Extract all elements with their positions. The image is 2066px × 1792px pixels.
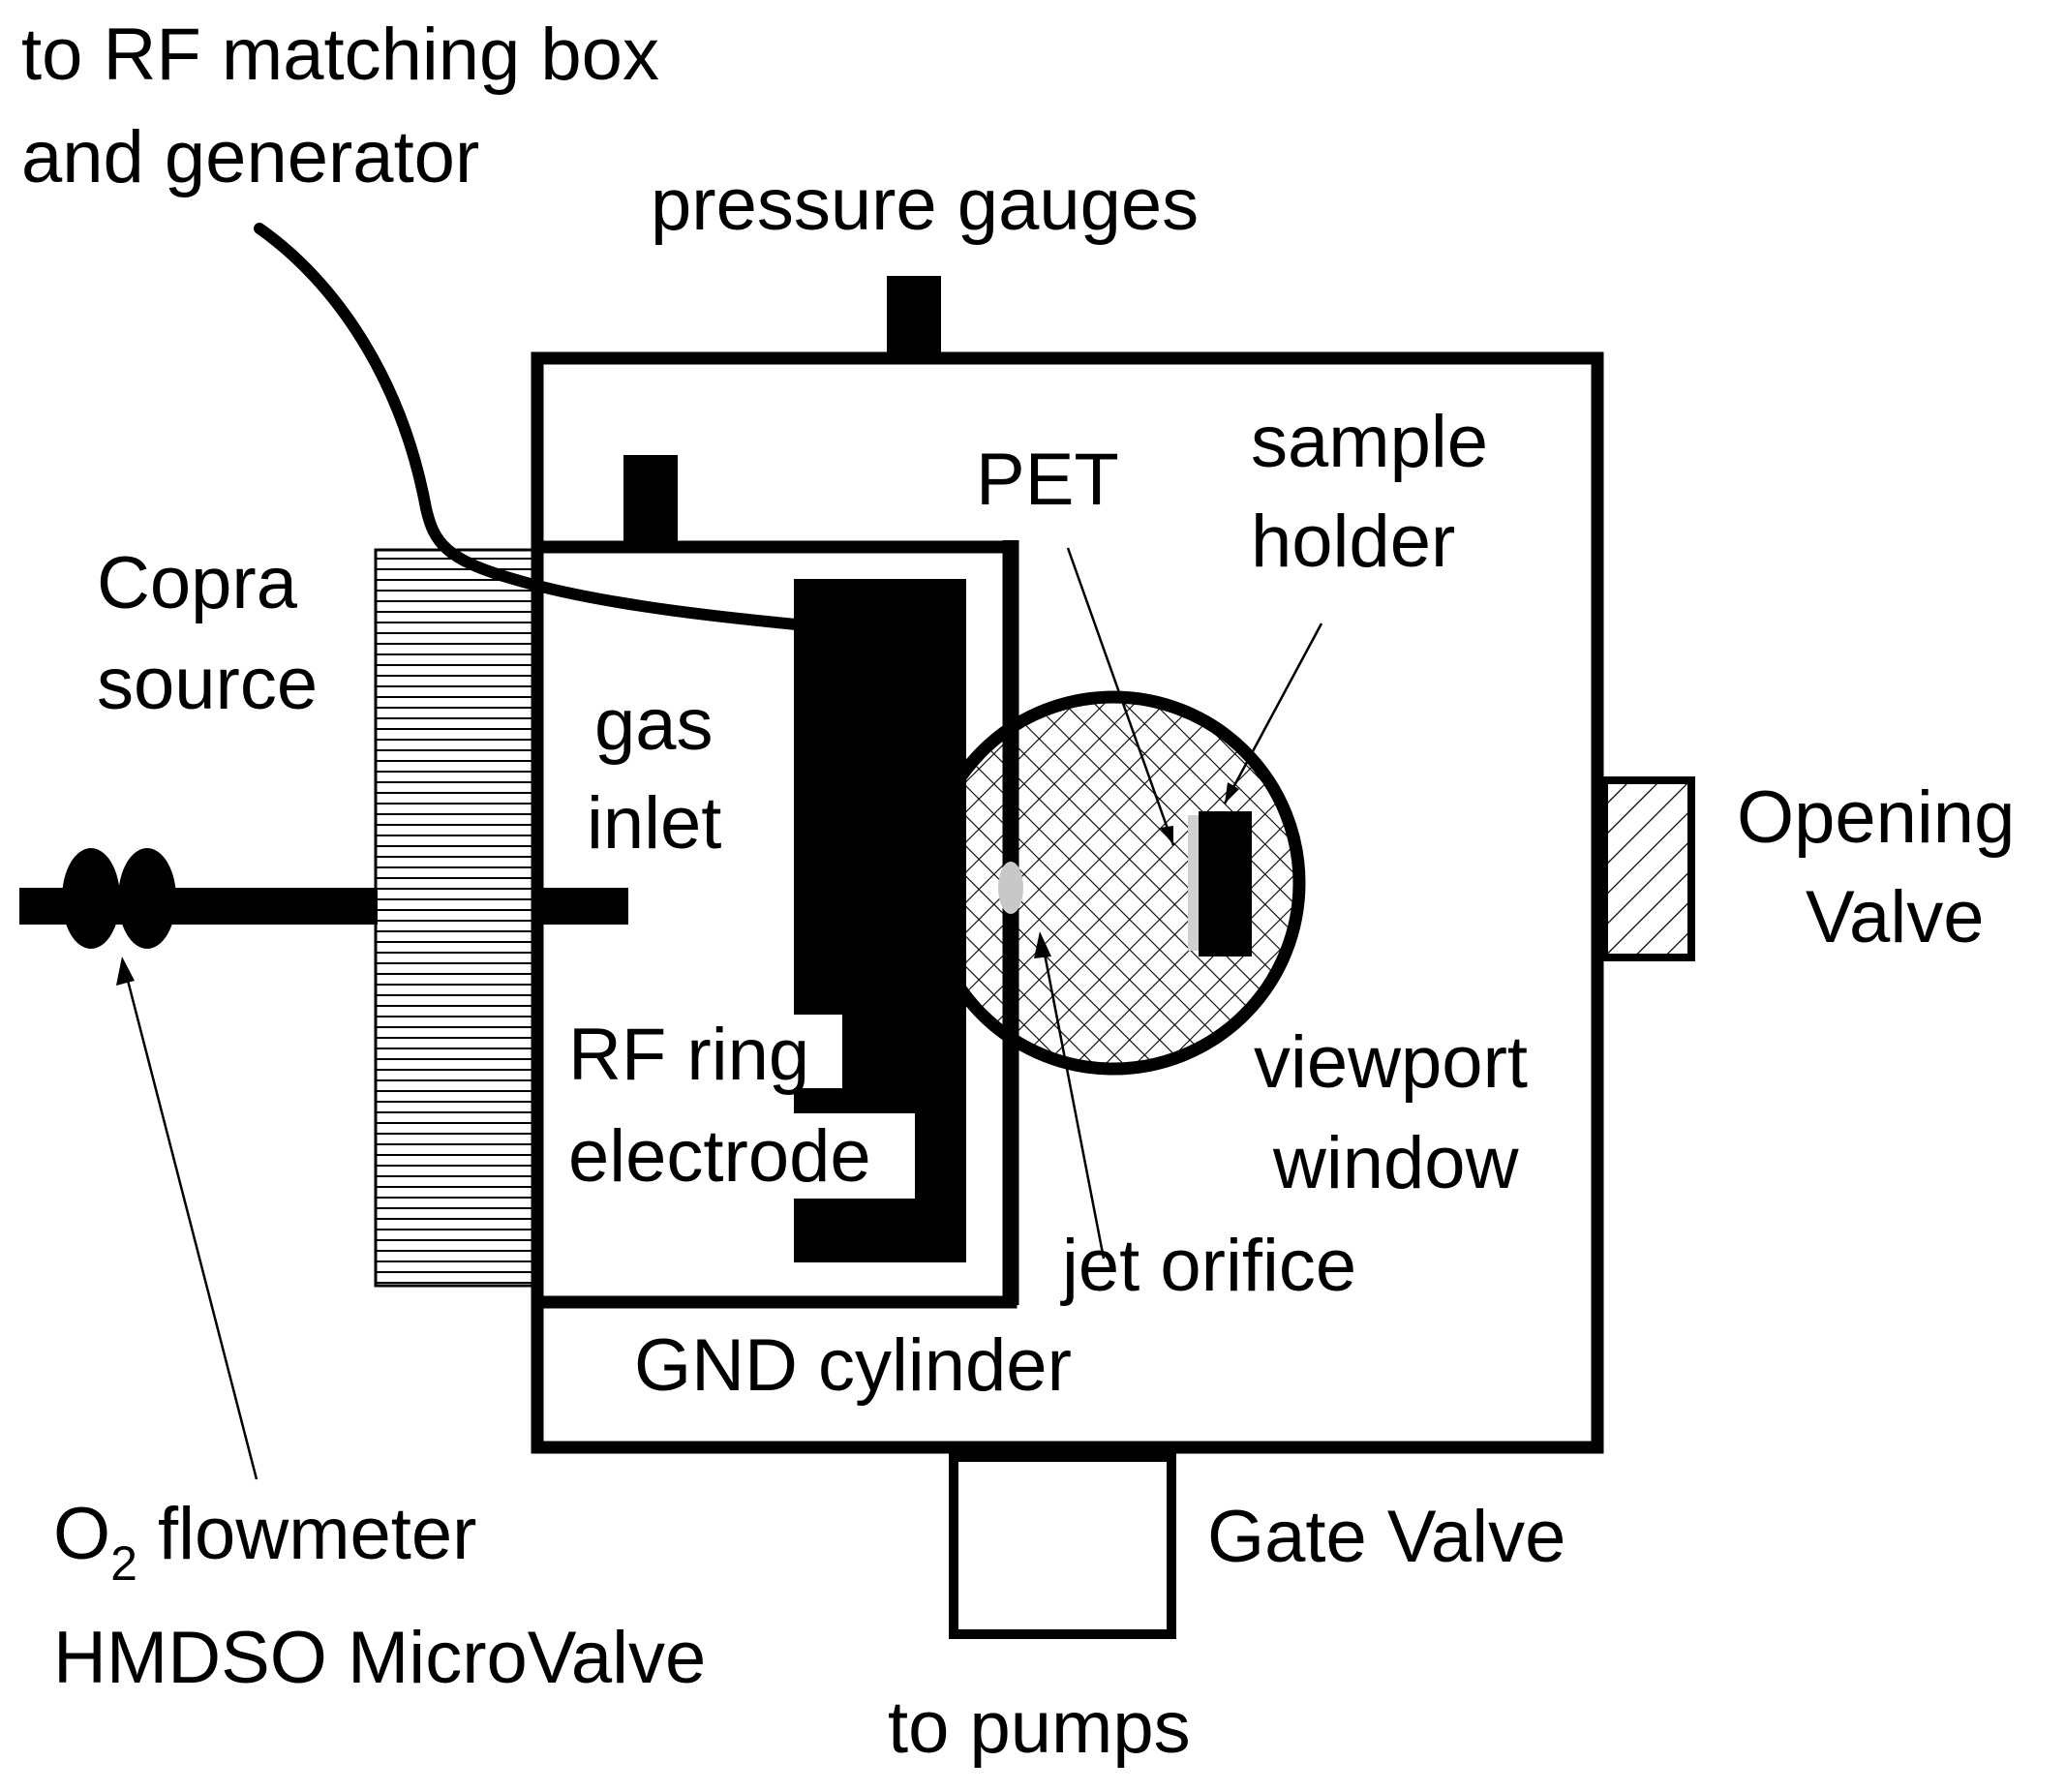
pet-arrowhead: [1160, 826, 1173, 845]
hmdso-microvalve: [118, 848, 176, 949]
opening-valve-label-line1: Opening: [1737, 776, 2015, 859]
jet-orifice: [998, 862, 1023, 914]
rf-generator-label-line2: and generator: [21, 116, 479, 198]
jet-orifice-leader: [1042, 948, 1106, 1260]
opening-valve: [1600, 776, 1695, 961]
o2-flowmeter-label: O2 flowmeter: [53, 1493, 476, 1591]
viewport-window-label-line2: window: [1272, 1122, 1520, 1204]
rf-ring-electrode-label-line1: RF ring: [568, 1014, 809, 1096]
rf-ring-label-bg: [566, 1015, 842, 1088]
pet-label: PET: [976, 439, 1119, 521]
jet-orifice-label: jet orifice: [1060, 1225, 1356, 1307]
o2-rest: flowmeter: [137, 1493, 477, 1575]
pet-leader: [1066, 547, 1175, 846]
o2-prefix: O: [53, 1493, 110, 1575]
viewport-window: [921, 690, 1306, 1076]
gas-inlet-label-line2: inlet: [587, 782, 721, 865]
copra-source-flange: [374, 548, 540, 1288]
hmdso-microvalve-label: HMDSO MicroValve: [53, 1617, 706, 1699]
jet-orifice-arrowhead: [1034, 931, 1051, 958]
sample-holder-leader: [1223, 623, 1323, 805]
sample-holder: [1199, 811, 1252, 957]
electrode-label-bg: [566, 1113, 915, 1199]
o2-subscript: 2: [110, 1536, 137, 1591]
sample-holder-label-line2: holder: [1251, 501, 1455, 583]
gate-valve: [949, 1452, 1176, 1639]
gas-inlet-pipe: [538, 888, 628, 925]
rf-ring-electrode-label-line2: electrode: [568, 1115, 871, 1198]
gnd-cylinder-label: GND cylinder: [634, 1324, 1072, 1407]
flowmeter-arrowhead: [116, 957, 135, 986]
pressure-gauge-port: [887, 276, 941, 363]
pressure-gauges-label: pressure gauges: [651, 164, 1199, 246]
opening-valve-label-line2: Valve: [1806, 876, 1984, 958]
pet-film: [1188, 815, 1200, 951]
gate-valve-label: Gate Valve: [1207, 1496, 1565, 1578]
gnd-cylinder-mount: [623, 455, 678, 552]
rf-cable: [254, 223, 802, 630]
copra-source-label-line1: Copra: [97, 542, 298, 624]
viewport-window-label-line1: viewport: [1254, 1021, 1528, 1104]
rf-generator-label-line1: to RF matching box: [21, 14, 659, 96]
sample-holder-arrowhead: [1225, 782, 1239, 804]
copra-source-label-line2: source: [97, 643, 318, 725]
to-pumps-label: to pumps: [888, 1686, 1191, 1769]
flowmeter-leader: [124, 972, 258, 1480]
sample-holder-label-line1: sample: [1251, 401, 1488, 483]
flowmeter-valve: [62, 848, 120, 949]
gas-inlet-label-line1: gas: [594, 683, 714, 766]
